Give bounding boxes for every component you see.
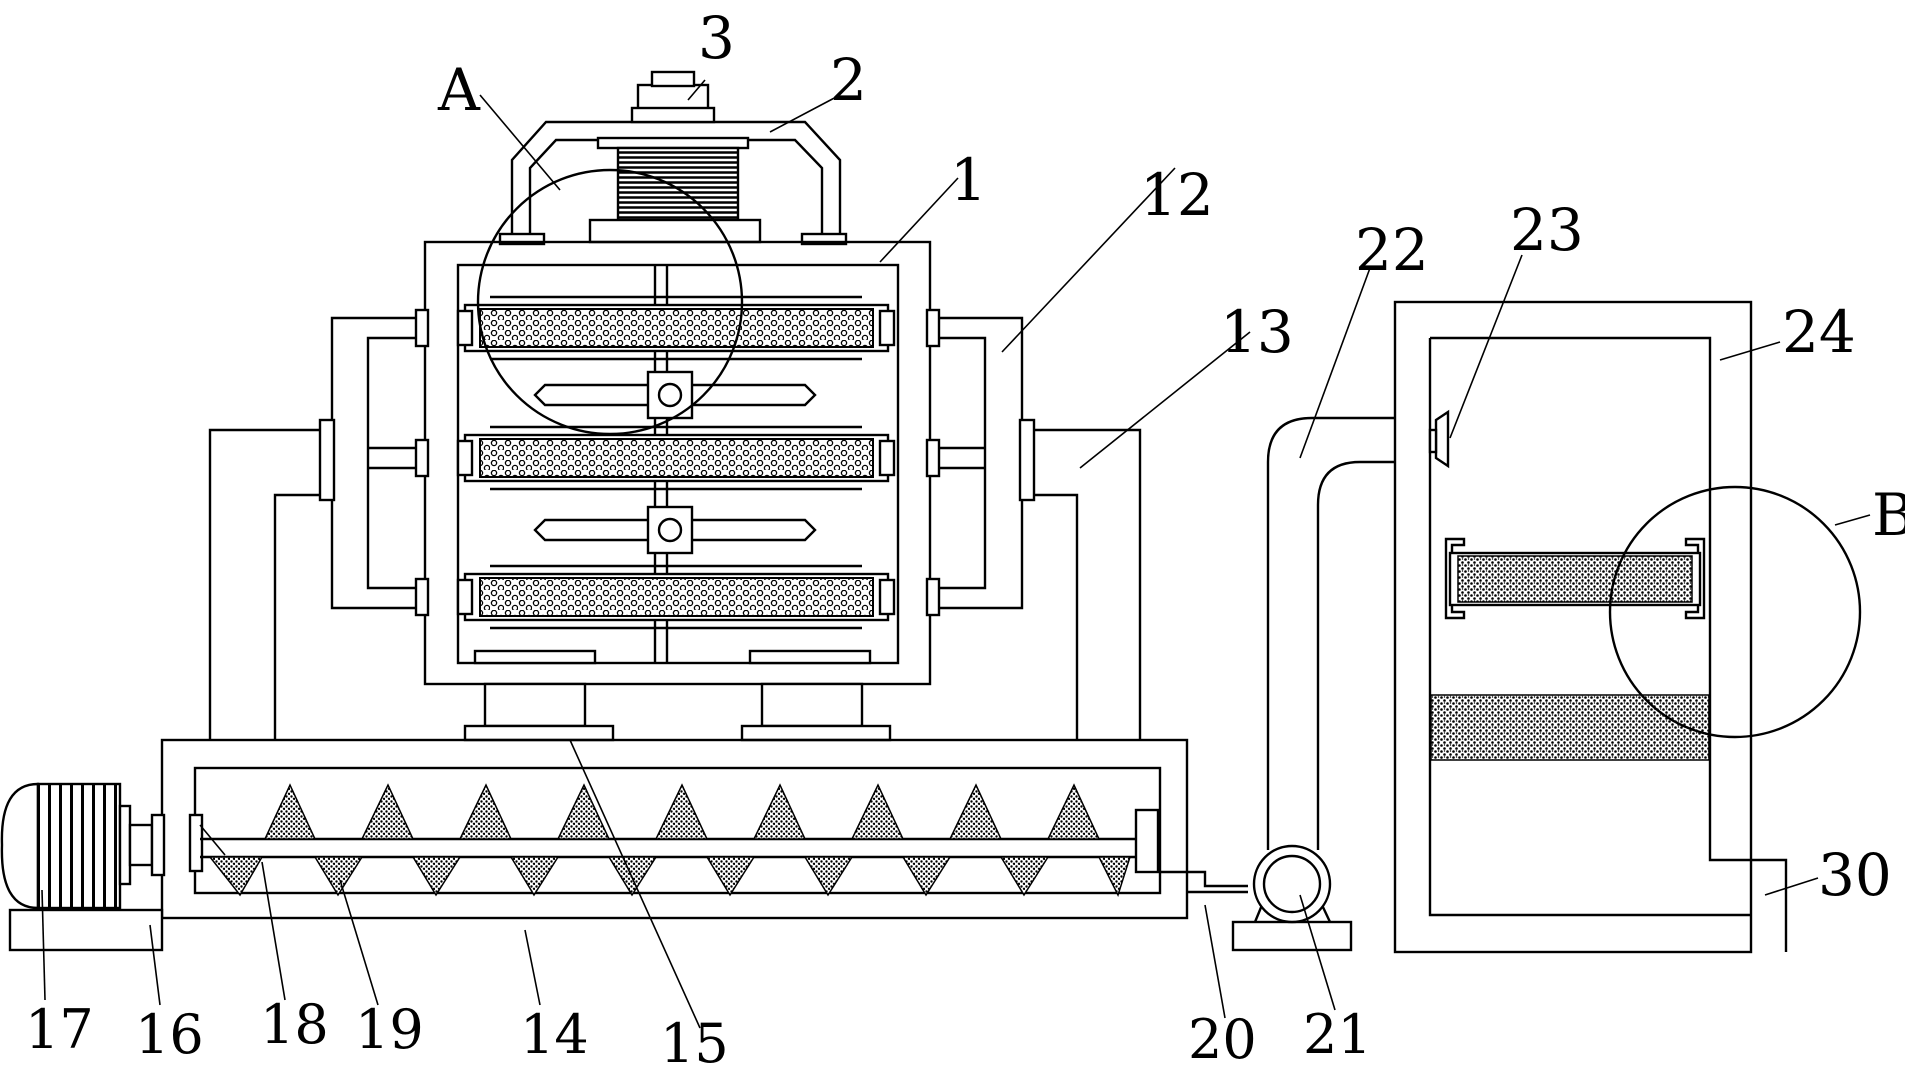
label-18: 18 [260, 993, 329, 1056]
filter-tank [1393, 300, 1788, 954]
label-24: 24 [1782, 298, 1856, 366]
label-20: 20 [1188, 1008, 1257, 1069]
leader-lines [41, 79, 1871, 1029]
label-30: 30 [1818, 841, 1892, 909]
label-21: 21 [1303, 1003, 1372, 1066]
label-16: 16 [135, 1003, 204, 1066]
label-14: 14 [520, 1003, 589, 1066]
drive-base [588, 218, 762, 244]
label-2: 2 [830, 46, 867, 114]
right-frame [925, 308, 1142, 740]
detail-circle-b [1608, 485, 1862, 739]
label-23: 23 [1510, 196, 1584, 264]
outlet-pipe [1160, 870, 1248, 894]
screen-bottom [456, 564, 896, 630]
screen-middle [456, 425, 896, 491]
label-22: 22 [1355, 216, 1429, 284]
label-15: 15 [660, 1012, 729, 1069]
paddle-upper [533, 370, 817, 420]
pump [1231, 844, 1353, 952]
detail-circle-a [476, 168, 744, 436]
screw-flights [199, 783, 1132, 897]
label-17: 17 [25, 998, 94, 1061]
top-drive-assembly [498, 70, 848, 246]
screen-top [456, 295, 896, 361]
motor-flange [630, 106, 716, 124]
drive-coil [616, 146, 740, 222]
motor-top [650, 70, 696, 88]
support-legs [463, 682, 892, 742]
left-frame [208, 308, 430, 740]
label-3: 3 [698, 4, 735, 72]
left-foot [498, 232, 546, 246]
right-foot [800, 232, 848, 246]
label-12: 12 [1140, 161, 1214, 229]
label-19: 19 [355, 998, 424, 1061]
bearing-plate [596, 136, 750, 150]
label-B: B [1872, 481, 1905, 549]
label-13: 13 [1220, 298, 1294, 366]
label-A: A [437, 56, 481, 124]
label-1: 1 [950, 146, 987, 214]
paddle-lower [533, 505, 817, 555]
riser-pipe [1266, 416, 1395, 850]
screw-motor [0, 782, 166, 952]
